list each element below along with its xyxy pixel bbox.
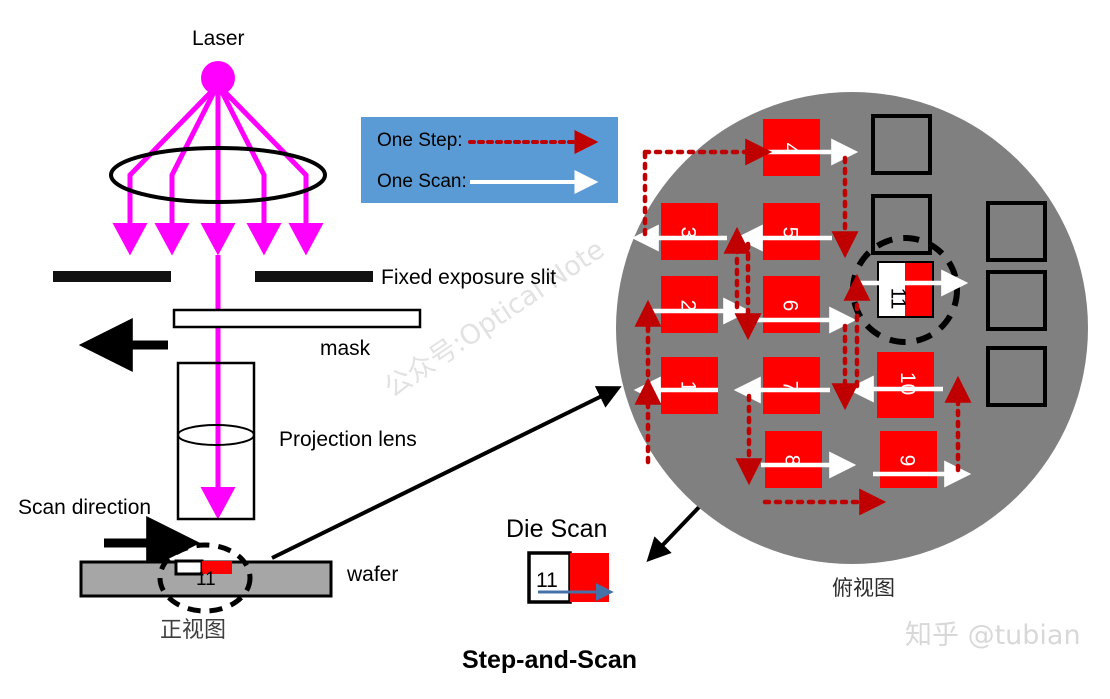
field-label-5: 5	[778, 226, 802, 239]
field-10	[877, 352, 934, 418]
field-9	[880, 431, 937, 488]
field-5	[763, 203, 820, 260]
field-label-10: 10	[896, 371, 920, 396]
die-scan-field-number: 11	[536, 569, 558, 592]
legend-scan-label: One Scan:	[377, 171, 467, 192]
field-3	[661, 203, 718, 260]
watermark-zhihu: 知乎 @tubian	[905, 620, 1081, 651]
exposure-slit-bar-right	[255, 271, 373, 282]
field-2	[661, 276, 718, 333]
die-scan-title: Die Scan	[506, 515, 608, 543]
field-label-4: 4	[778, 142, 802, 155]
field-1	[661, 357, 718, 414]
front-view-caption: 正视图	[160, 618, 227, 643]
figure-title: Step-and-Scan	[462, 646, 638, 674]
field-11-exposed-half	[905, 261, 934, 318]
field-label-11: 11	[886, 287, 910, 310]
field-exposed-part-side	[202, 561, 232, 574]
field-label-9: 9	[895, 454, 919, 467]
field-label-3: 3	[676, 226, 700, 239]
field-callout-ellipse-side	[157, 542, 253, 614]
exposure-slit-bar-left	[53, 271, 171, 282]
laser-beams	[112, 90, 324, 256]
field-unexposed-e	[986, 346, 1047, 407]
field-label-6: 6	[778, 299, 802, 312]
legend-step-label: One Step:	[377, 130, 463, 151]
wafer-label: wafer	[347, 563, 399, 586]
top-view-caption: 俯视图	[832, 576, 895, 600]
field-label-2: 2	[676, 299, 700, 312]
mask-plate	[172, 308, 422, 329]
field-label-8: 8	[780, 454, 804, 467]
field-6	[763, 276, 820, 333]
projection-lens-barrel	[176, 361, 256, 521]
projection-lens-label: Projection lens	[279, 428, 417, 451]
mask-label: mask	[320, 337, 371, 360]
die-scan-inset	[527, 551, 614, 604]
exposure-slit-label: Fixed exposure slit	[381, 266, 557, 289]
field-unexposed-a	[871, 114, 932, 175]
field-label-7: 7	[778, 380, 802, 393]
field-label-1: 1	[676, 380, 700, 393]
legend-group	[361, 117, 618, 203]
die-scan-exposed-half	[570, 553, 609, 602]
side-view-group	[53, 61, 422, 614]
illumination-lens-ellipse	[109, 146, 327, 204]
projection-lens-element	[177, 424, 255, 446]
field-unexposed-b	[871, 194, 932, 255]
field-7	[763, 357, 820, 414]
field-8	[765, 431, 822, 488]
field-4	[763, 119, 820, 176]
field-number-side-view: 11	[196, 569, 216, 590]
laser-label: Laser	[192, 27, 245, 50]
field-unexposed-d	[986, 270, 1047, 331]
callout-line-side-to-topview	[271, 386, 622, 560]
step-path	[634, 138, 972, 516]
field-unexposed-c	[986, 201, 1047, 262]
top-view-group	[616, 92, 1088, 564]
laser-source-icon	[201, 61, 235, 95]
scan-direction-label: Scan direction	[18, 496, 152, 519]
